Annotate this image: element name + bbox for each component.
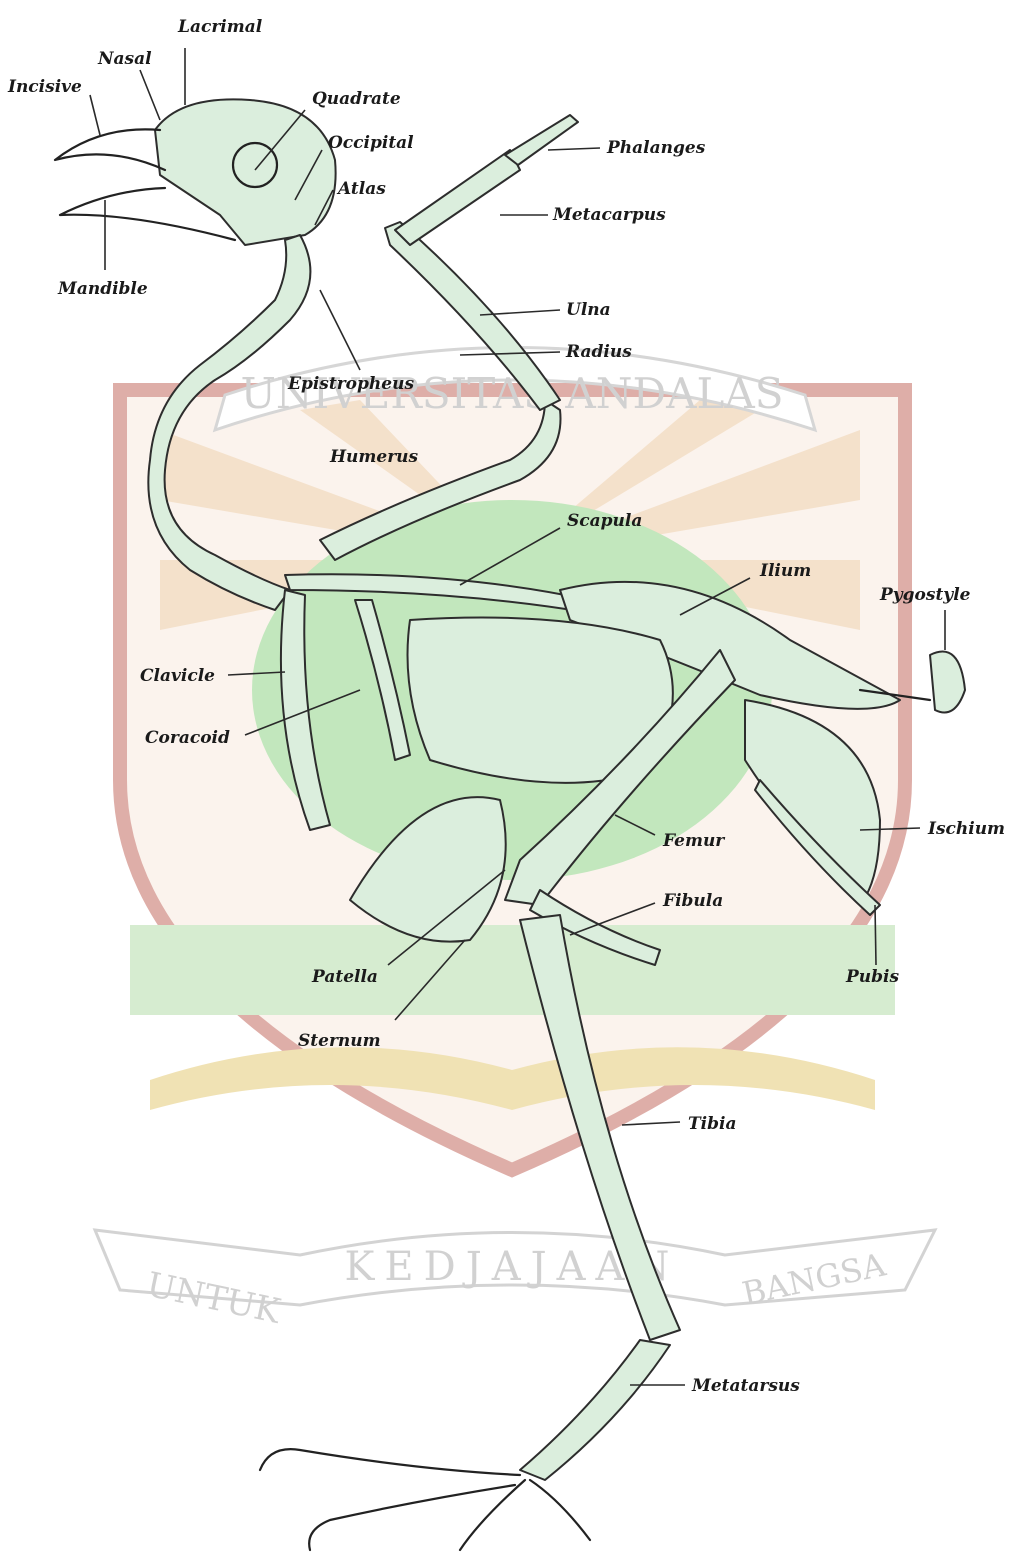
label-quadrate: Quadrate xyxy=(312,89,401,109)
label-patella: Patella xyxy=(311,967,378,987)
label-sternum: Sternum xyxy=(298,1031,381,1051)
label-ilium: Ilium xyxy=(759,561,811,581)
label-atlas: Atlas xyxy=(336,179,386,199)
label-ischium: Ischium xyxy=(927,819,1005,839)
label-scapula: Scapula xyxy=(567,511,642,531)
label-nasal: Nasal xyxy=(97,49,152,69)
label-coracoid: Coracoid xyxy=(145,728,230,748)
label-metacarpus: Metacarpus xyxy=(552,205,666,225)
label-mandible: Mandible xyxy=(57,279,148,299)
skull-cranium xyxy=(155,99,336,245)
label-clavicle: Clavicle xyxy=(140,666,215,686)
metatarsus-bone xyxy=(520,1340,670,1480)
label-incisive: Incisive xyxy=(7,77,82,97)
label-ulna: Ulna xyxy=(566,300,611,320)
pygostyle-bone xyxy=(930,652,965,713)
label-phalanges: Phalanges xyxy=(606,138,706,158)
label-radius: Radius xyxy=(565,342,632,362)
label-epistropheus: Epistropheus xyxy=(287,374,414,394)
watermark-band xyxy=(130,925,895,1015)
label-tibia: Tibia xyxy=(688,1114,736,1134)
label-pubis: Pubis xyxy=(845,967,899,987)
label-lacrimal: Lacrimal xyxy=(177,17,263,37)
label-fibula: Fibula xyxy=(662,891,723,911)
upper-beak xyxy=(55,129,165,170)
label-femur: Femur xyxy=(662,831,725,851)
label-metatarsus: Metatarsus xyxy=(691,1376,800,1396)
phalanges-bone xyxy=(505,115,578,165)
metacarpus-bone xyxy=(395,150,520,245)
label-humerus: Humerus xyxy=(329,447,419,467)
label-pygostyle: Pygostyle xyxy=(879,585,971,605)
label-occipital: Occipital xyxy=(328,133,414,153)
